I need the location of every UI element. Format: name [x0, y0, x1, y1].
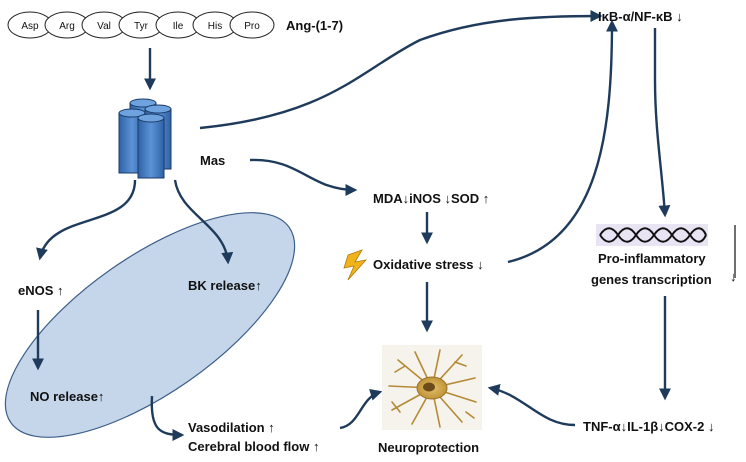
arrow-mas-to-mda	[249, 158, 358, 196]
no-release-label: NO release↑	[30, 389, 104, 404]
vasodilation-label: Vasodilation ↑	[188, 420, 275, 435]
arrow-ikb-to-genes	[653, 28, 671, 218]
residue-label: Val	[97, 21, 111, 32]
oxidative-stress-label: Oxidative stress ↓	[373, 257, 484, 272]
lightning-icon	[343, 249, 368, 281]
residue-label: His	[208, 21, 222, 32]
mda-inos-sod-label: MDA↓iNOS ↓SOD ↑	[373, 191, 489, 206]
peptide-chain: Asp Arg Val Tyr Ile His Pro	[7, 11, 275, 39]
arrow-cytokines-to-neuron	[487, 384, 576, 427]
arrow-oxidative-to-ikb	[507, 19, 618, 264]
arrows	[32, 10, 671, 441]
cell-ellipse	[4, 212, 296, 438]
residue-label: Pro	[244, 21, 260, 32]
arrow-vaso-to-neuron	[339, 389, 383, 430]
residue-pro	[229, 11, 275, 39]
residue-label: Asp	[21, 21, 39, 32]
dna-icon	[596, 224, 708, 246]
neuron-icon	[382, 345, 482, 430]
proinflammatory-label: Pro-inflammatory	[598, 251, 706, 266]
ikb-nfkb-label: IκB-α/NF-κB ↓	[598, 9, 683, 24]
arrow-no-to-vaso	[150, 395, 185, 441]
mas-receptor-icon	[118, 98, 172, 179]
residue-label: Ile	[173, 21, 184, 32]
neuroprotection-label: Neuroprotection	[378, 440, 479, 455]
proinflammatory-arrow: ↓	[730, 269, 737, 284]
cerebral-blood-flow-label: Cerebral blood flow ↑	[188, 439, 319, 454]
residue-label: Arg	[59, 21, 75, 32]
arrow-mas-to-ikb	[199, 10, 603, 130]
cytokines-label: TNF-α↓IL-1β↓COX-2 ↓	[583, 419, 714, 434]
residue-label: Tyr	[134, 21, 149, 32]
peptide-name: Ang-(1-7)	[286, 18, 343, 33]
enos-label: eNOS ↑	[18, 283, 64, 298]
arrow-to-bk	[173, 179, 234, 265]
mas-label: Mas	[200, 153, 225, 168]
arrow-to-enos	[36, 179, 137, 261]
bk-release-label: BK release↑	[188, 278, 262, 293]
genes-transcription-label: genes transcription	[591, 272, 712, 287]
